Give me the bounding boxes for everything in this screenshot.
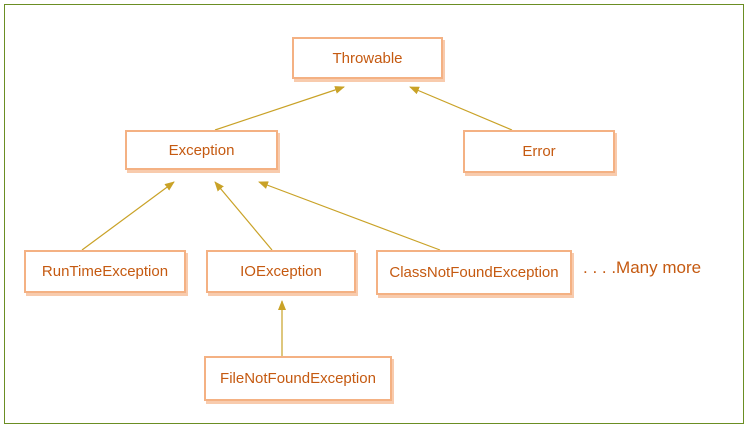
- node-error-label: Error: [522, 143, 556, 160]
- node-class-not-found-exception-label: ClassNotFoundException: [389, 264, 559, 281]
- many-more-label: . . . .Many more: [583, 258, 702, 277]
- node-error: Error: [463, 130, 615, 173]
- node-runtime-exception: RunTimeException: [24, 250, 186, 293]
- node-file-not-found-exception: FileNotFoundException: [204, 356, 392, 401]
- diagram-frame: [4, 4, 744, 424]
- arrow-io-exception-to-exception: [214, 181, 273, 251]
- arrow-class-not-found-exception-to-exception: [258, 181, 441, 251]
- node-io-exception-label: IOException: [240, 263, 322, 280]
- arrow-error-to-throwable: [409, 86, 513, 131]
- node-throwable-label: Throwable: [332, 49, 403, 67]
- node-throwable: Throwable: [292, 37, 443, 79]
- node-exception: Exception: [125, 130, 278, 170]
- arrow-runtime-exception-to-exception: [81, 181, 175, 251]
- node-runtime-exception-label: RunTimeException: [41, 263, 169, 280]
- node-exception-label: Exception: [168, 141, 235, 159]
- node-file-not-found-exception-label: FileNotFoundException: [220, 370, 376, 387]
- node-class-not-found-exception: ClassNotFoundException: [376, 250, 572, 295]
- node-io-exception: IOException: [206, 250, 356, 293]
- arrow-exception-to-throwable: [214, 86, 345, 131]
